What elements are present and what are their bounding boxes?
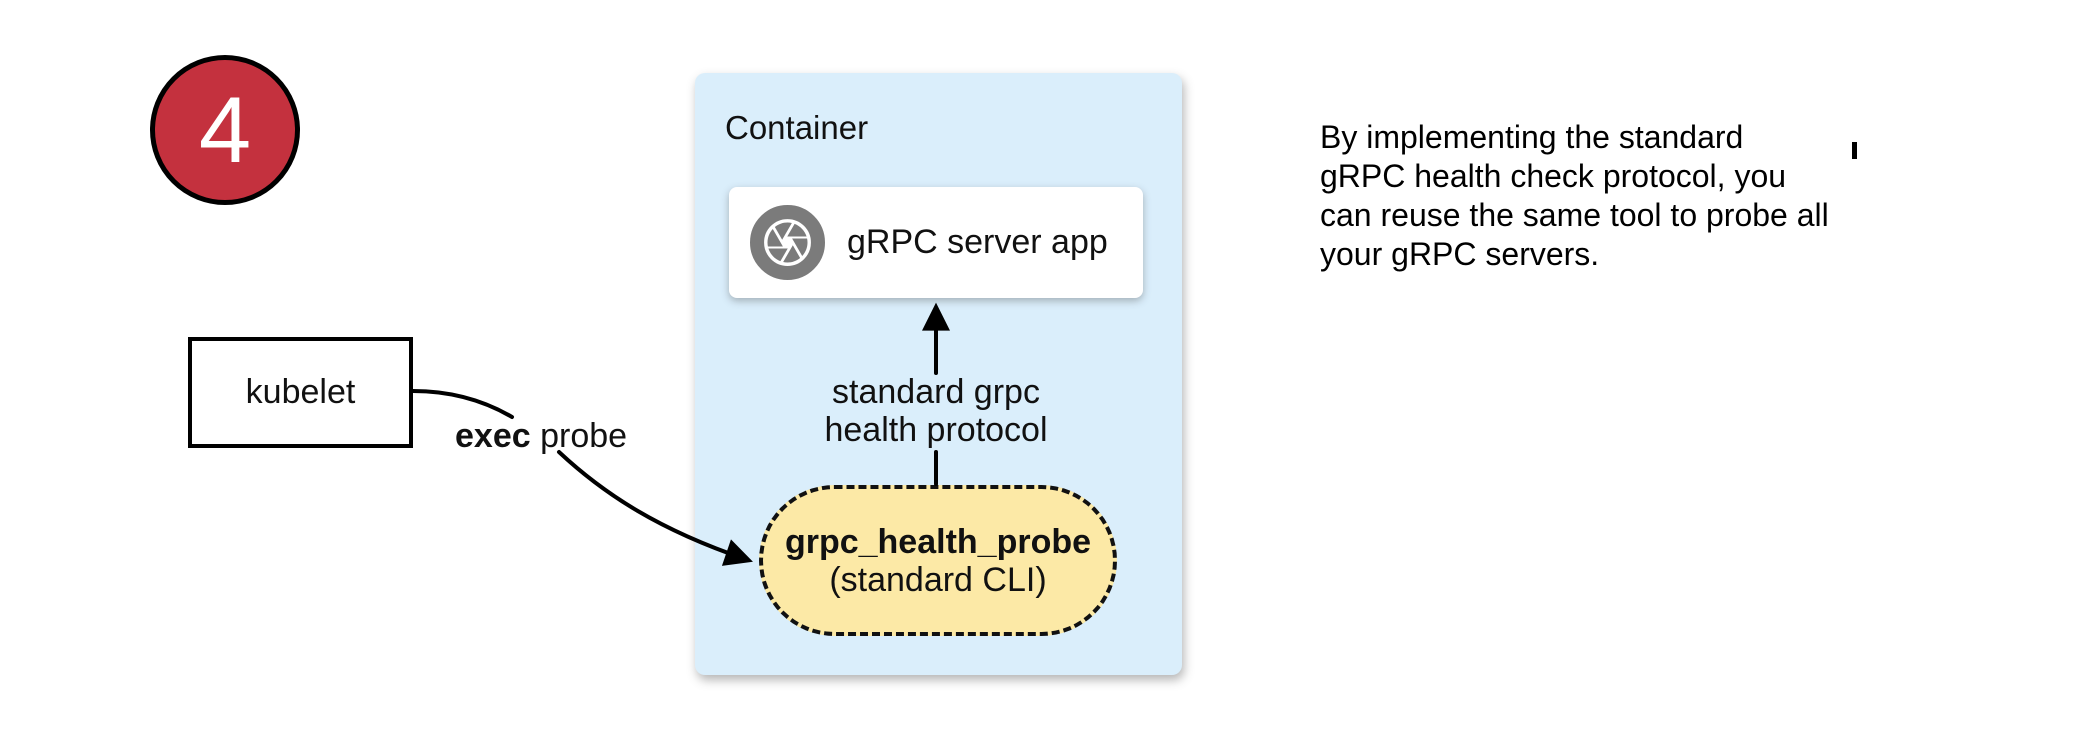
exec-probe-label-rest: probe (530, 417, 628, 455)
step-badge: 4 (150, 55, 300, 205)
grpc-server-label: gRPC server app (847, 223, 1108, 261)
kubelet-box: kubelet (188, 337, 413, 448)
step-number: 4 (198, 77, 252, 182)
health-protocol-line2: health protocol (824, 411, 1048, 449)
health-protocol-line1: standard grpc (832, 373, 1040, 411)
exec-probe-arrow-segment1 (411, 389, 514, 419)
note-line: By implementing the standard (1320, 119, 1744, 155)
grpc-health-probe-pill: grpc_health_probe (standard CLI) (759, 485, 1117, 636)
note-text: By implementing the standard gRPC health… (1320, 118, 1829, 274)
grpc-server-box: gRPC server app (729, 187, 1143, 298)
container-title: Container (725, 109, 869, 146)
kubelet-label: kubelet (245, 373, 356, 411)
probe-pill-name: grpc_health_probe (784, 522, 1092, 561)
grpc-aperture-icon (750, 205, 825, 280)
caret-mark (1852, 142, 1857, 159)
exec-probe-label: exec probe (455, 417, 627, 456)
note-line: your gRPC servers. (1320, 236, 1600, 272)
note-line: gRPC health check protocol, you (1320, 158, 1787, 194)
exec-probe-label-bold: exec (455, 417, 531, 455)
probe-pill-subtitle: (standard CLI) (829, 560, 1047, 599)
note-line: can reuse the same tool to probe all (1320, 197, 1829, 233)
container-box: Container gRPC server app standard grpc … (695, 73, 1182, 675)
health-protocol-label: standard grpc health protocol (824, 373, 1047, 449)
